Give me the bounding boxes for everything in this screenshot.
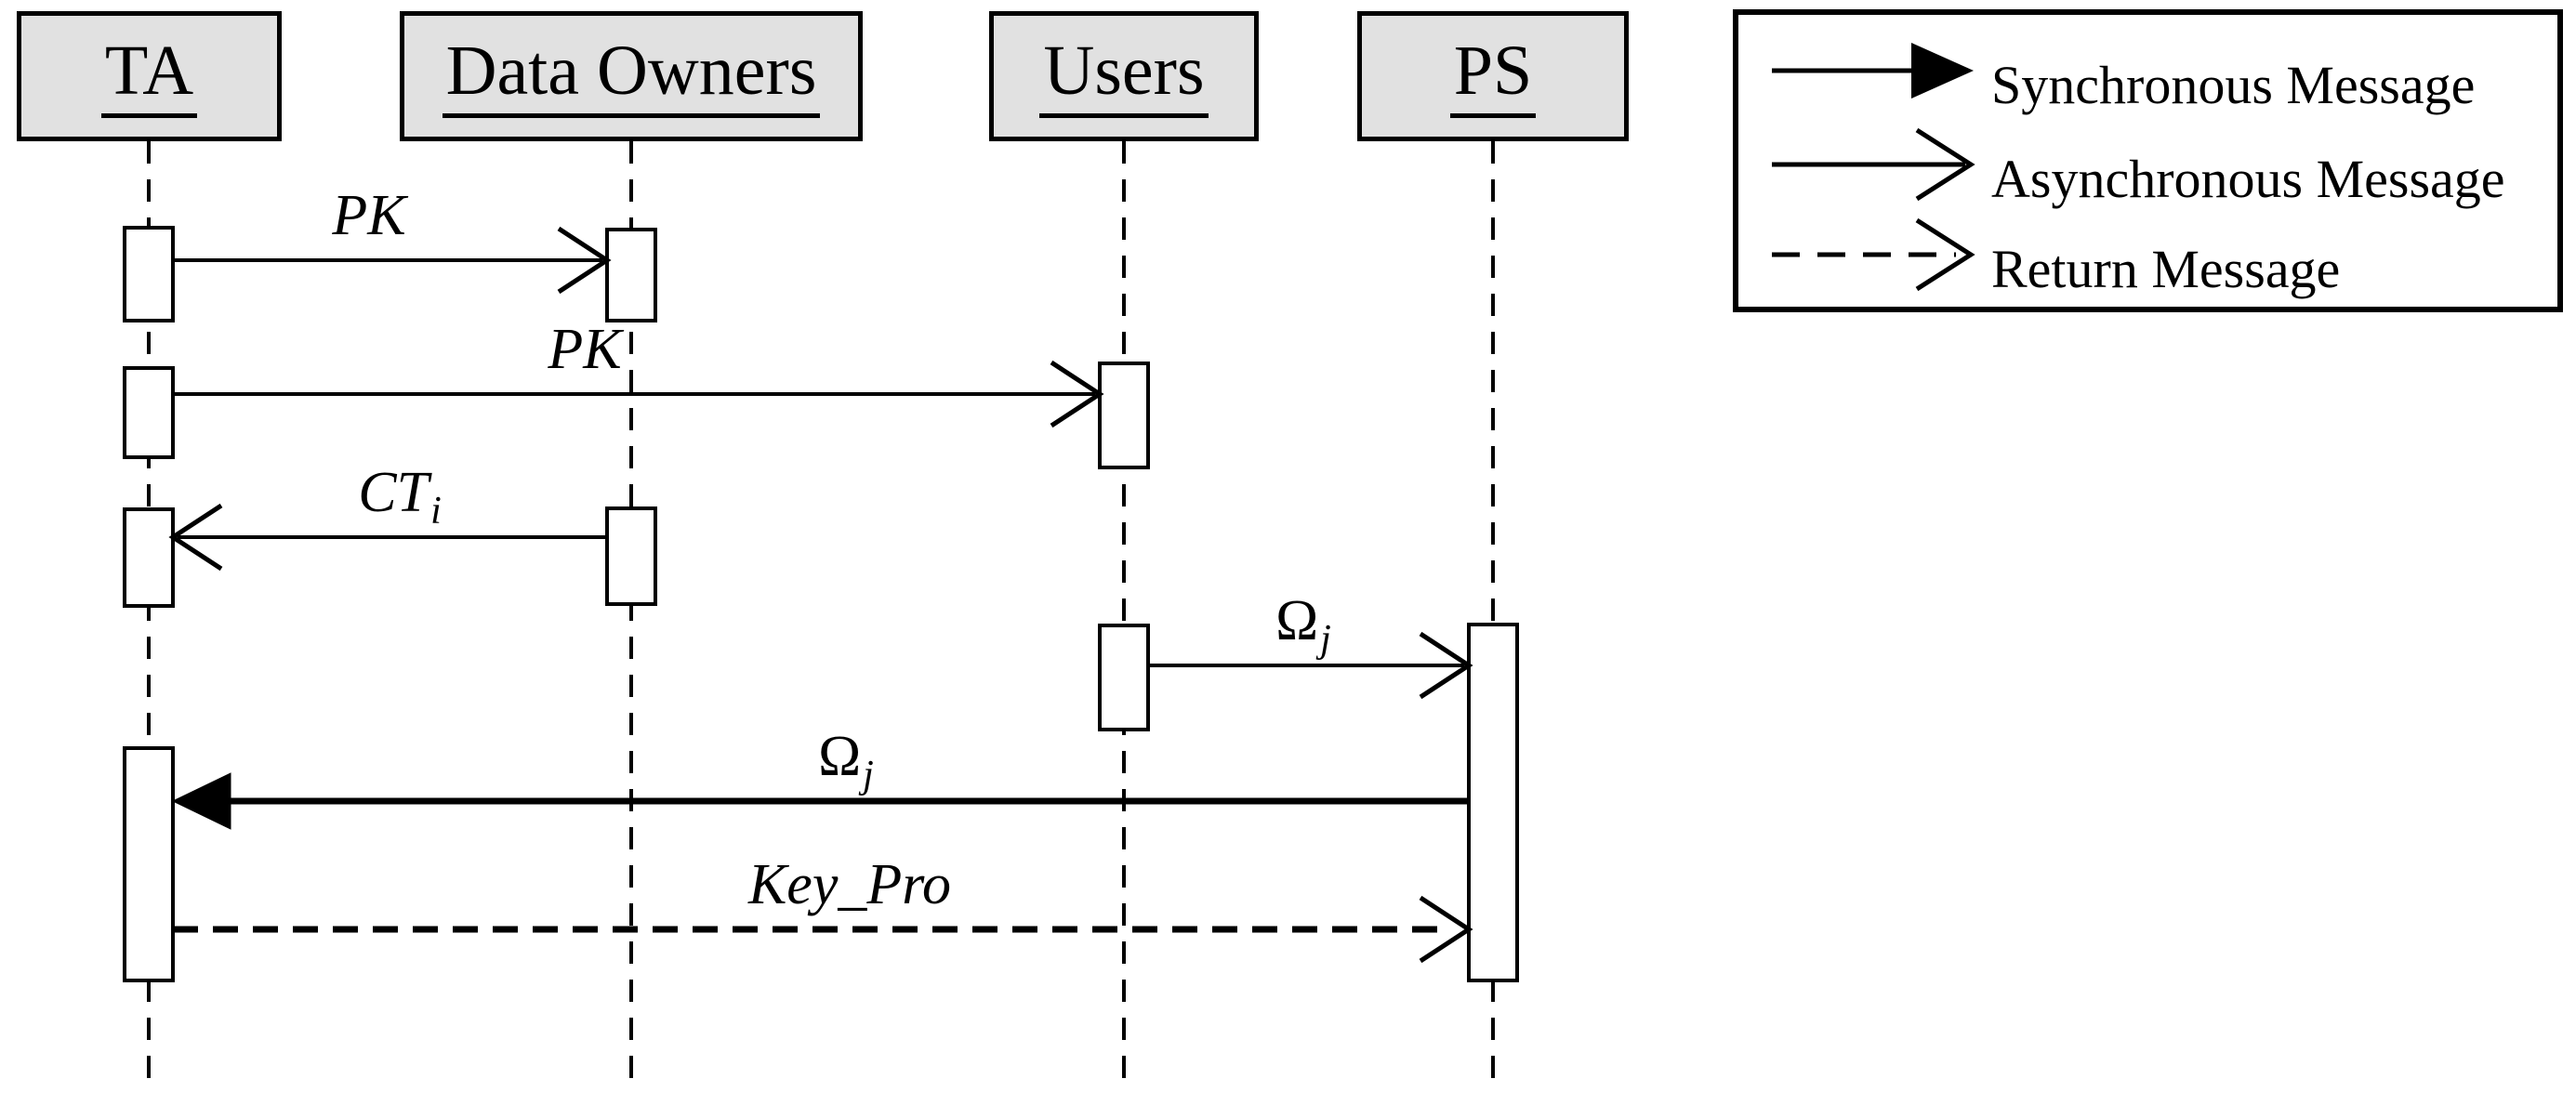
activation-data-owners-1 [605,228,657,322]
actor-users-label: Users [1039,35,1209,118]
open-arrowhead-icon [1419,895,1473,964]
activation-ta-1 [123,226,175,322]
message-omegaj-users-ps-label: Ωj [1275,589,1331,661]
legend-item-synchronous-label: Synchronous Message [1991,55,2476,115]
message-omegaj-ps-ta-label: Ωj [818,725,874,796]
actor-data-owners: Data Owners [400,11,863,141]
actor-users: Users [989,11,1259,141]
activation-data-owners-2 [605,506,657,606]
legend-item-asynchronous-label: Asynchronous Message [1991,149,2505,209]
message-keypro-label: Key_Pro [747,853,952,916]
legend-item-return-label: Return Message [1991,239,2341,299]
message-pk-ta-to-users [173,360,1104,428]
message-pk2-label: PK [548,318,622,381]
message-pk1-label: PK [332,184,406,247]
activation-ta-2 [123,366,175,459]
actor-ps-label: PS [1449,35,1537,118]
activation-ta-4 [123,746,175,982]
activation-ps-1 [1467,623,1519,982]
actor-ps: PS [1357,11,1629,141]
actor-ta: TA [17,11,282,141]
activation-users-2 [1098,624,1150,731]
actor-data-owners-label: Data Owners [442,35,821,118]
legend: Synchronous Message Asynchronous Message… [1733,9,2563,312]
open-arrowhead-icon [1419,631,1473,700]
filled-arrowhead-icon [171,772,231,830]
actor-ta-label: TA [100,35,198,118]
open-arrowhead-icon [557,226,612,295]
message-cti-label: CTi [358,461,442,533]
activation-users-1 [1098,362,1150,469]
open-arrowhead-icon [1050,360,1104,428]
activation-ta-3 [123,507,175,608]
open-arrowhead-icon [168,503,223,572]
